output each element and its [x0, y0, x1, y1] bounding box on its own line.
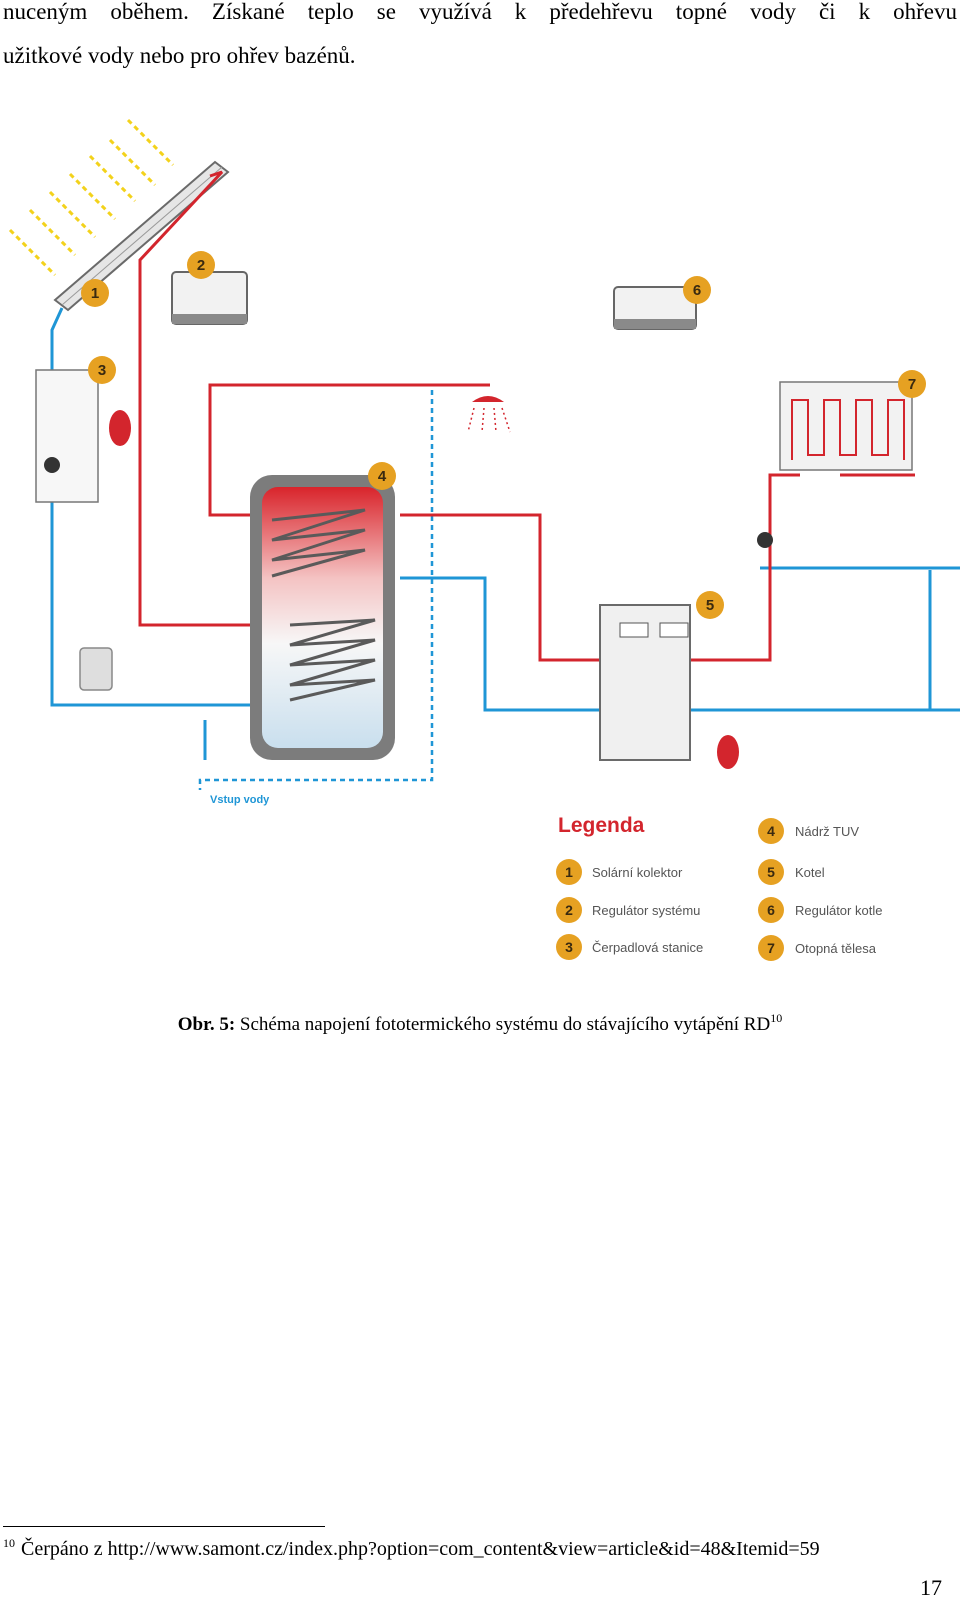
cold-water-pipes	[50, 307, 960, 760]
footnote-text: Čerpáno z http://www.samont.cz/index.php…	[21, 1538, 820, 1560]
badge-4: 4	[368, 462, 396, 490]
system-controller	[171, 271, 248, 325]
antifreeze-canister	[79, 647, 113, 691]
radiator	[779, 381, 913, 471]
body-text-line-2: užitkové vody nebo pro ohřev bazénů.	[3, 43, 356, 68]
caption-footnote-ref: 10	[770, 1011, 783, 1025]
svg-text:2: 2	[197, 257, 205, 274]
svg-text:3: 3	[565, 939, 573, 955]
hot-water-pipes	[138, 170, 915, 662]
badge-1: 1	[81, 279, 109, 307]
svg-text:6: 6	[693, 282, 701, 299]
expansion-vessel	[109, 410, 131, 446]
water-inlet-label: Vstup vody	[210, 794, 270, 806]
body-text-line-1: nuceným oběhem. Získané teplo se využívá…	[3, 0, 957, 24]
svg-text:7: 7	[908, 376, 916, 393]
legend-item-2: 2 Regulátor systému	[556, 897, 700, 923]
footnote-number: 10	[3, 1536, 15, 1550]
legend-item-4: 4 Nádrž TUV	[758, 818, 859, 844]
svg-text:Nádrž TUV: Nádrž TUV	[795, 824, 859, 839]
hot-water-tank	[250, 475, 395, 760]
svg-text:Čerpadlová stanice: Čerpadlová stanice	[592, 940, 703, 955]
legend-item-3: 3 Čerpadlová stanice	[556, 934, 703, 960]
diagram-badges: 1 2 3 4 5 6 7	[81, 251, 926, 619]
boiler-controller	[613, 286, 697, 330]
legend-title: Legenda	[558, 814, 645, 837]
legend-item-5: 5 Kotel	[758, 859, 825, 885]
cold-return-dashed	[198, 390, 434, 790]
caption-text: Schéma napojení fototermického systému d…	[235, 1014, 771, 1035]
svg-text:Otopná tělesa: Otopná tělesa	[795, 941, 877, 956]
badge-2: 2	[187, 251, 215, 279]
badge-3: 3	[88, 356, 116, 384]
svg-text:Regulátor systému: Regulátor systému	[592, 903, 700, 918]
boiler	[599, 604, 691, 761]
svg-text:5: 5	[767, 864, 775, 880]
shower	[467, 396, 511, 433]
badge-5: 5	[696, 591, 724, 619]
badge-7: 7	[898, 370, 926, 398]
svg-text:4: 4	[767, 823, 775, 839]
caption-label: Obr. 5:	[177, 1014, 236, 1035]
boiler-expansion-vessel	[717, 735, 739, 769]
page-number: 17	[920, 1575, 942, 1600]
svg-text:1: 1	[565, 864, 573, 880]
svg-text:6: 6	[767, 902, 775, 918]
svg-text:Regulátor kotle: Regulátor kotle	[795, 903, 882, 918]
svg-text:7: 7	[767, 940, 775, 956]
legend-item-7: 7 Otopná tělesa	[758, 935, 877, 961]
svg-text:Solární kolektor: Solární kolektor	[592, 865, 683, 880]
badge-6: 6	[683, 276, 711, 304]
svg-text:4: 4	[378, 468, 387, 485]
svg-text:Kotel: Kotel	[795, 865, 825, 880]
svg-text:5: 5	[706, 597, 714, 614]
pump-station	[35, 369, 99, 503]
footnote: 10 Čerpáno z http://www.samont.cz/index.p…	[3, 1536, 820, 1561]
svg-text:2: 2	[565, 902, 573, 918]
svg-text:1: 1	[91, 285, 99, 302]
legend-item-6: 6 Regulátor kotle	[758, 897, 882, 923]
legend-item-1: 1 Solární kolektor	[556, 859, 683, 885]
figure-caption: Obr. 5: Schéma napojení fototermického s…	[0, 1011, 960, 1036]
footnote-rule	[3, 1526, 325, 1527]
svg-text:3: 3	[98, 362, 106, 379]
sun-rays	[8, 118, 175, 277]
legend: Legenda 1 Solární kolektor 2 Regulátor sys…	[556, 814, 882, 961]
